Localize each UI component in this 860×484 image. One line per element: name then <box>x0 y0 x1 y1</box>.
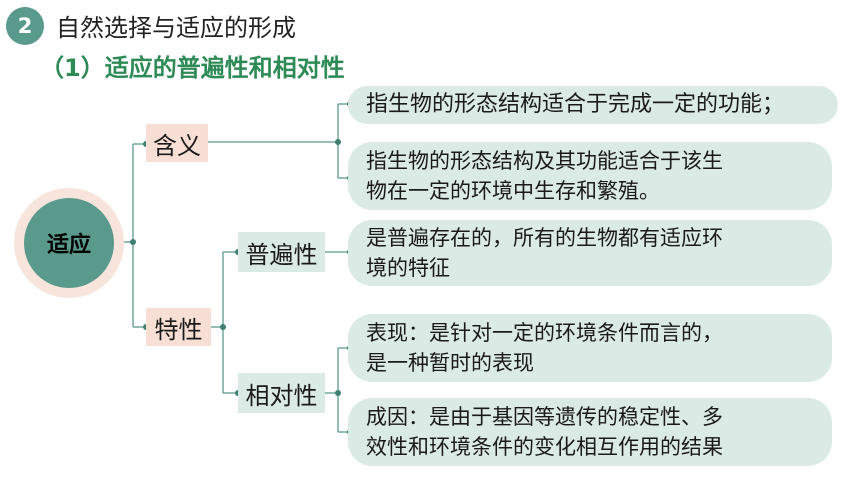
junction-dot <box>220 324 226 330</box>
leaf-relative-2: 成因：是由于基因等遗传的稳定性、多 效性和环境条件的变化相互作用的结果 <box>348 398 832 466</box>
section-number-badge: 2 <box>6 7 44 45</box>
subtitle: （1）适应的普遍性和相对性 <box>40 54 345 82</box>
junction-dot <box>335 139 341 145</box>
node-relative: 相对性 <box>238 373 325 413</box>
junction-dot <box>335 390 341 396</box>
node-meaning: 含义 <box>146 124 208 162</box>
section-title: 自然选择与适应的形成 <box>56 14 296 42</box>
leaf-meaning-1: 指生物的形态结构适合于完成一定的功能； <box>348 86 838 124</box>
leaf-text: 指生物的形态结构及其功能适合于该生 物在一定的环境中生存和繁殖。 <box>366 149 723 203</box>
leaf-text: 表现：是针对一定的环境条件而言的， 是一种暂时的表现 <box>366 321 723 375</box>
root-node: 适应 <box>24 198 114 288</box>
junction-dot <box>130 239 136 245</box>
leaf-meaning-2: 指生物的形态结构及其功能适合于该生 物在一定的环境中生存和繁殖。 <box>348 142 832 210</box>
leaf-text: 成因：是由于基因等遗传的稳定性、多 效性和环境条件的变化相互作用的结果 <box>366 405 723 459</box>
leaf-text: 是普遍存在的，所有的生物都有适应环 境的特征 <box>366 226 723 280</box>
leaf-relative-1: 表现：是针对一定的环境条件而言的， 是一种暂时的表现 <box>348 314 832 382</box>
leaf-text: 指生物的形态结构适合于完成一定的功能； <box>366 92 785 117</box>
node-universal: 普遍性 <box>238 232 325 272</box>
node-feature: 特性 <box>146 308 211 346</box>
leaf-universal: 是普遍存在的，所有的生物都有适应环 境的特征 <box>348 220 832 286</box>
